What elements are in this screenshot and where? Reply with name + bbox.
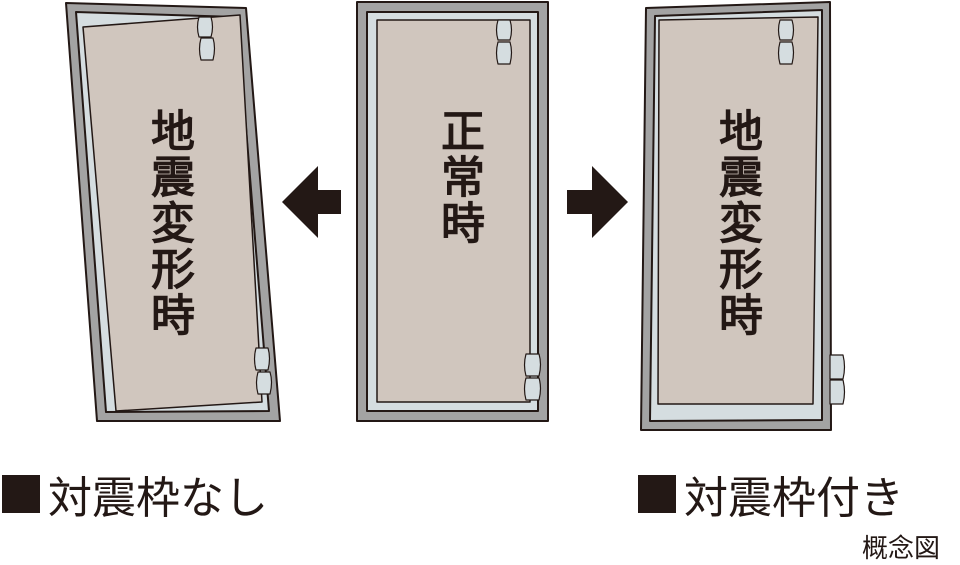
square-bullet-icon — [638, 475, 676, 513]
concept-note: 概念図 — [862, 534, 941, 564]
square-bullet-icon — [2, 475, 40, 513]
right-door-label: 地震変形時 — [711, 108, 762, 338]
door-left-deformed — [65, 2, 281, 422]
arrow-right-icon — [567, 166, 628, 238]
caption-without-text: 対震枠なし — [48, 473, 268, 524]
left-door-label: 地震変形時 — [143, 108, 194, 338]
door-right-deformed — [640, 1, 846, 431]
door-center-normal — [356, 1, 549, 422]
caption-with-text: 対震枠付き — [684, 473, 904, 524]
arrow-left-icon — [282, 166, 341, 238]
caption-with-frame: 対震枠付き — [638, 462, 904, 526]
center-door-label: 正常時 — [433, 108, 484, 246]
caption-without-frame: 対震枠なし — [2, 462, 268, 526]
